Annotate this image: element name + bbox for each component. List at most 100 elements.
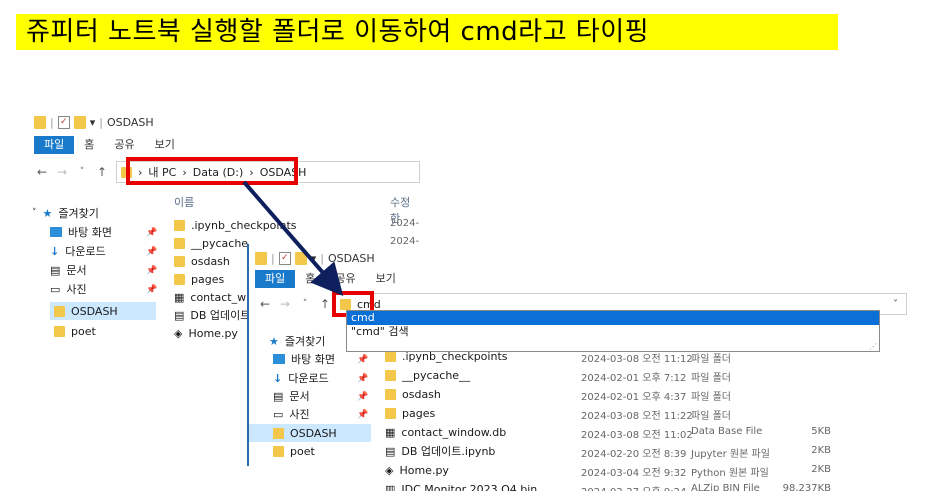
file-name: DB 업데이트 [190, 309, 251, 322]
column-name-header[interactable]: 이름 [174, 196, 195, 209]
file-date: 2024-02-27 오후 9:24 [581, 483, 686, 491]
sidebar-item-desktop[interactable]: 바탕 화면 [273, 350, 335, 368]
sidebar-item-downloads[interactable]: ↓ 다운로드 [50, 242, 106, 260]
file-type: ALZip BIN File [691, 483, 760, 491]
autocomplete-item-search[interactable]: "cmd" 검색 [351, 325, 409, 338]
sidebar-item-documents[interactable]: ▤ 문서 [50, 261, 87, 279]
pin-icon[interactable]: 📌 [357, 374, 369, 384]
sidebar-item-osdash[interactable]: OSDASH [249, 424, 371, 442]
file-row[interactable]: ▦contact_window.db [385, 423, 506, 441]
sidebar-item-osdash[interactable]: OSDASH [50, 302, 156, 320]
star-icon: ★ [42, 206, 53, 220]
tab-home[interactable]: 홈 [84, 138, 95, 151]
new-folder-icon[interactable] [73, 115, 86, 129]
file-row[interactable]: ▤DB 업데이트.ipynb [385, 442, 495, 460]
forward-arrow-icon[interactable]: → [279, 297, 291, 311]
file-row[interactable]: __pycache__ [385, 366, 470, 384]
file-name: Home.py [188, 326, 238, 340]
tab-view[interactable]: 보기 [154, 138, 175, 151]
sidebar-label: 바탕 화면 [291, 353, 335, 366]
recent-chevron-icon[interactable]: ˅ [302, 299, 308, 309]
resize-grip-icon[interactable]: ⋰ [869, 342, 877, 351]
file-type: 파일 폴더 [691, 354, 731, 365]
file-row[interactable]: pages [174, 270, 224, 288]
folder-icon [174, 255, 185, 267]
sidebar-label: OSDASH [71, 304, 118, 318]
file-date: 2024-02-20 오전 8:39 [581, 449, 687, 460]
database-file-icon: ▦ [174, 290, 185, 304]
sidebar-quick-access[interactable]: ˅ ★ 즐겨찾기 [32, 204, 99, 222]
sidebar-item-pictures[interactable]: ▭ 사진 [50, 280, 87, 298]
sidebar-label: 사진 [289, 408, 310, 421]
document-icon: ▤ [50, 263, 61, 277]
up-arrow-icon[interactable]: ↑ [319, 297, 331, 311]
file-row[interactable]: ▥IDC Monitor 2023 Q4.bin [385, 480, 537, 491]
column-modified-header[interactable]: 수정한 [390, 196, 411, 225]
sidebar-label: 즐겨찾기 [58, 207, 99, 220]
back-arrow-icon[interactable]: ← [36, 165, 48, 179]
pictures-icon: ▭ [273, 407, 284, 421]
pin-icon[interactable]: 📌 [146, 228, 158, 238]
file-row[interactable]: ▦contact_win [174, 288, 256, 306]
file-size: 5KB [811, 426, 831, 437]
folder-icon [385, 369, 396, 381]
breadcrumb-separator: › [249, 165, 254, 179]
archive-file-icon: ▥ [385, 482, 396, 491]
file-type: Jupyter 원본 파일 [691, 449, 770, 460]
sidebar-item-documents[interactable]: ▤ 문서 [273, 387, 310, 405]
breadcrumb-drive[interactable]: Data (D:) [192, 165, 244, 179]
properties-icon[interactable]: ✓ [57, 115, 70, 129]
tab-share[interactable]: 공유 [114, 138, 135, 151]
file-type: 파일 폴더 [691, 373, 731, 384]
sidebar-item-poet[interactable]: poet [273, 442, 315, 460]
file-row[interactable]: .ipynb_checkpoints [385, 347, 508, 365]
file-row[interactable]: __pycache__ [174, 234, 259, 252]
tab-file[interactable]: 파일 [255, 270, 296, 288]
pin-icon[interactable]: 📌 [357, 410, 369, 420]
file-row[interactable]: .ipynb_checkpoints [174, 216, 297, 234]
file-row[interactable]: ◈Home.py [174, 324, 238, 342]
chevron-down-icon[interactable]: ▾ [310, 251, 317, 265]
sidebar-quick-access[interactable]: ★ 즐겨찾기 [269, 332, 325, 350]
up-arrow-icon[interactable]: ↑ [96, 165, 108, 179]
address-highlight-box [126, 157, 298, 185]
file-size: 2KB [811, 464, 831, 475]
ribbon-tabs: 파일 홈 공유 보기 [34, 136, 185, 154]
file-row[interactable]: ▤DB 업데이트 [174, 306, 250, 324]
properties-icon[interactable]: ✓ [278, 251, 291, 265]
sidebar-item-desktop[interactable]: 바탕 화면 [50, 223, 112, 241]
pin-icon[interactable]: 📌 [146, 285, 158, 295]
new-folder-icon[interactable] [294, 251, 307, 265]
tab-file[interactable]: 파일 [34, 136, 75, 154]
file-name: osdash [191, 254, 230, 268]
folder-icon [34, 115, 46, 129]
chevron-down-icon[interactable]: ˅ [893, 298, 898, 310]
sidebar-item-pictures[interactable]: ▭ 사진 [273, 405, 310, 423]
sidebar-item-poet[interactable]: poet [50, 322, 96, 340]
recent-chevron-icon[interactable]: ˅ [79, 167, 85, 177]
back-arrow-icon[interactable]: ← [259, 297, 271, 311]
pin-icon[interactable]: 📌 [357, 355, 369, 365]
pin-icon[interactable]: 📌 [146, 266, 158, 276]
navigation-buttons: ← → ˅ ↑ [32, 160, 112, 184]
pin-icon[interactable]: 📌 [357, 392, 369, 402]
file-row[interactable]: pages [385, 404, 435, 422]
document-icon: ▤ [273, 389, 284, 403]
file-date: 2024-03-08 오전 11:02 [581, 430, 693, 441]
autocomplete-item-cmd[interactable]: cmd [347, 311, 879, 325]
file-row[interactable]: osdash [385, 385, 441, 403]
address-input-value[interactable]: cmd [357, 297, 381, 311]
address-bar[interactable]: › 내 PC › Data (D:) › OSDASH [116, 161, 420, 183]
breadcrumb-this-pc[interactable]: 내 PC [148, 166, 177, 179]
sidebar-item-downloads[interactable]: ↓ 다운로드 [273, 369, 329, 387]
file-row[interactable]: ◈Home.py [385, 461, 449, 479]
tab-view[interactable]: 보기 [375, 272, 396, 285]
sidebar-label: 다운로드 [288, 372, 329, 385]
forward-arrow-icon[interactable]: → [56, 165, 68, 179]
pin-icon[interactable]: 📌 [146, 247, 158, 257]
file-date: 2024-02-01 오후 4:37 [581, 392, 687, 403]
file-row[interactable]: osdash [174, 252, 230, 270]
chevron-down-icon[interactable]: ▾ [89, 115, 96, 129]
star-icon: ★ [269, 334, 279, 348]
sidebar-label: 사진 [66, 283, 87, 296]
